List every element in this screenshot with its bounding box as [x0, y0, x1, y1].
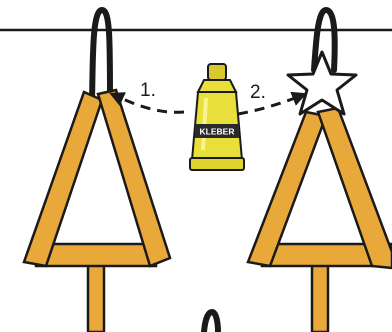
glue-tube-icon: KLEBER	[190, 64, 244, 170]
glue-tube-label: KLEBER	[200, 127, 235, 137]
hanging-string-icon	[92, 10, 110, 100]
star-icon	[288, 52, 356, 114]
partial-string-bottom	[204, 312, 218, 332]
left-base-bar	[36, 244, 156, 266]
left-stick-right	[98, 90, 170, 266]
left-ornament	[24, 10, 170, 332]
left-trunk	[88, 262, 104, 332]
glue-tube-shoulder	[198, 80, 236, 92]
right-trunk	[312, 262, 328, 332]
step-2-label: 2.	[250, 82, 266, 103]
glue-tube-crimp	[190, 158, 244, 170]
glue-tube-cap	[208, 64, 226, 80]
step-1-label: 1.	[140, 80, 156, 101]
right-ornament	[248, 10, 392, 332]
step-2-arrow	[238, 96, 300, 114]
left-stick-left	[24, 92, 102, 266]
